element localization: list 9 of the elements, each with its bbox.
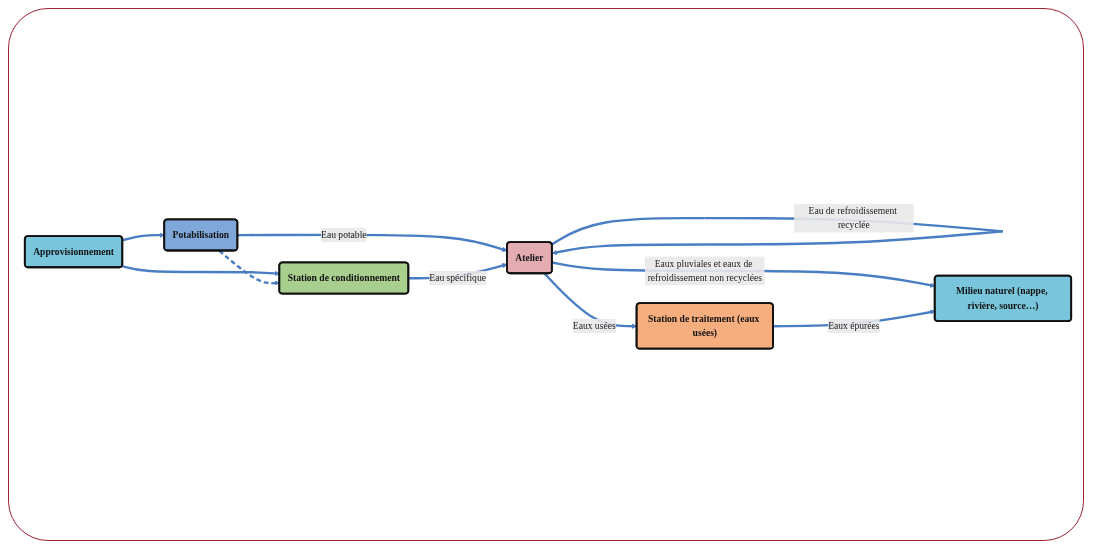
arrow [122,232,165,242]
arrow [121,265,280,277]
edge-label: Eaux pluviales et eaux de refroidissement non recyclées [647,258,762,284]
arrow [218,250,280,286]
edge-label: Eau de refroidissement recyclée [808,205,897,231]
edge-label: Eaux épurées [828,320,880,331]
edge-label: Eau potable [321,229,367,240]
edge-label: Eau spécifique [429,272,486,284]
edge-label: Eaux usées [572,320,616,331]
